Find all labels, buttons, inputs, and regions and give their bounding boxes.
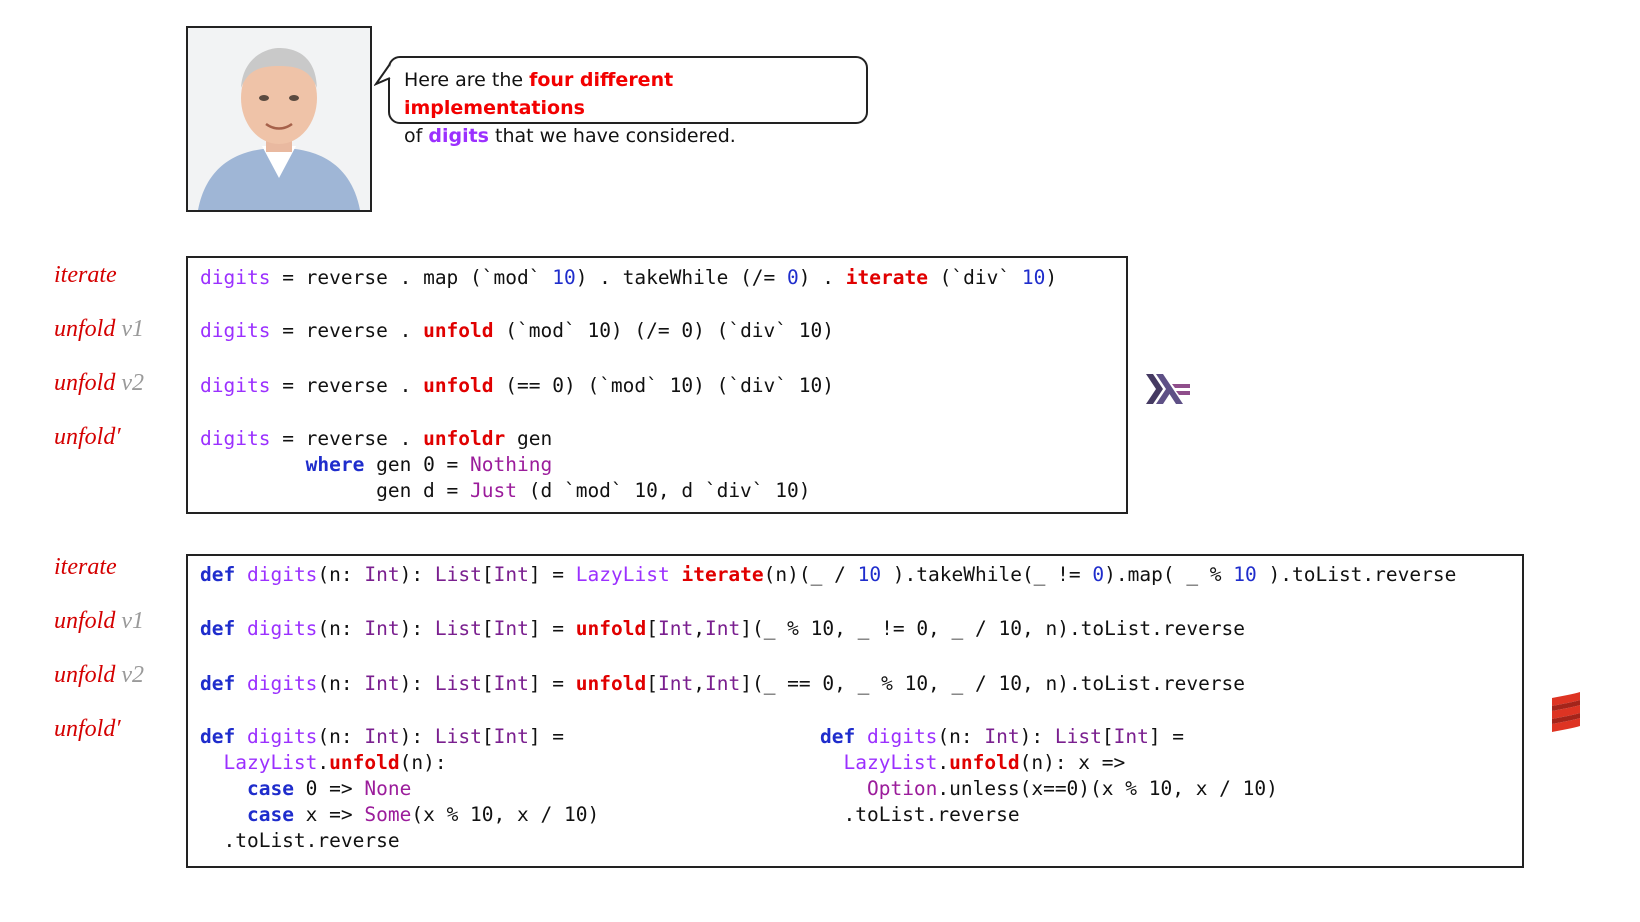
person-portrait-icon [188,28,370,210]
label-scala-unfold-v1: unfold v1 [54,608,144,634]
label-scala-iterate: iterate [54,554,117,580]
author-photo [186,26,372,212]
scala-code-unfold-v2: def digits(n: Int): List[Int] = unfold[I… [200,672,1246,695]
label-unfold-prime: unfold′ [54,424,121,450]
speech-suffix: that we have considered. [488,125,736,147]
scala-code-unfold-prime-a: def digits(n: Int): List[Int] = LazyList… [200,725,600,852]
scala-code-box [186,554,1524,868]
label-unfold-v1: unfold v1 [54,316,144,342]
speech-prefix: Here are the [404,69,530,91]
scala-code-iterate: def digits(n: Int): List[Int] = LazyList… [200,563,1457,586]
scala-code-unfold-prime-b: def digits(n: Int): List[Int] = LazyList… [820,725,1278,826]
speech-bubble-tail [374,63,391,86]
label-unfold-v2: unfold v2 [54,370,144,396]
scala-logo-icon [1552,692,1580,732]
haskell-logo-icon [1146,374,1190,404]
haskell-code-unfold-v1: digits = reverse . unfold (`mod` 10) (/=… [200,319,834,342]
speech-bubble: Here are the four different implementati… [388,56,868,147]
haskell-code-iterate: digits = reverse . map (`mod` 10) . take… [200,266,1058,289]
haskell-code-unfold-v2: digits = reverse . unfold (== 0) (`mod` … [200,374,834,397]
haskell-code-box [186,256,1128,514]
label-iterate: iterate [54,262,117,288]
label-scala-unfold-v2: unfold v2 [54,662,144,688]
label-scala-unfold-prime: unfold′ [54,716,121,742]
speech-highlight: four different implementations [404,69,674,119]
speech-of: of [404,125,429,147]
haskell-code-unfold-prime: digits = reverse . unfoldr gen where gen… [200,427,811,502]
scala-code-unfold-v1: def digits(n: Int): List[Int] = unfold[I… [200,617,1246,640]
speech-digits: digits [428,125,489,147]
